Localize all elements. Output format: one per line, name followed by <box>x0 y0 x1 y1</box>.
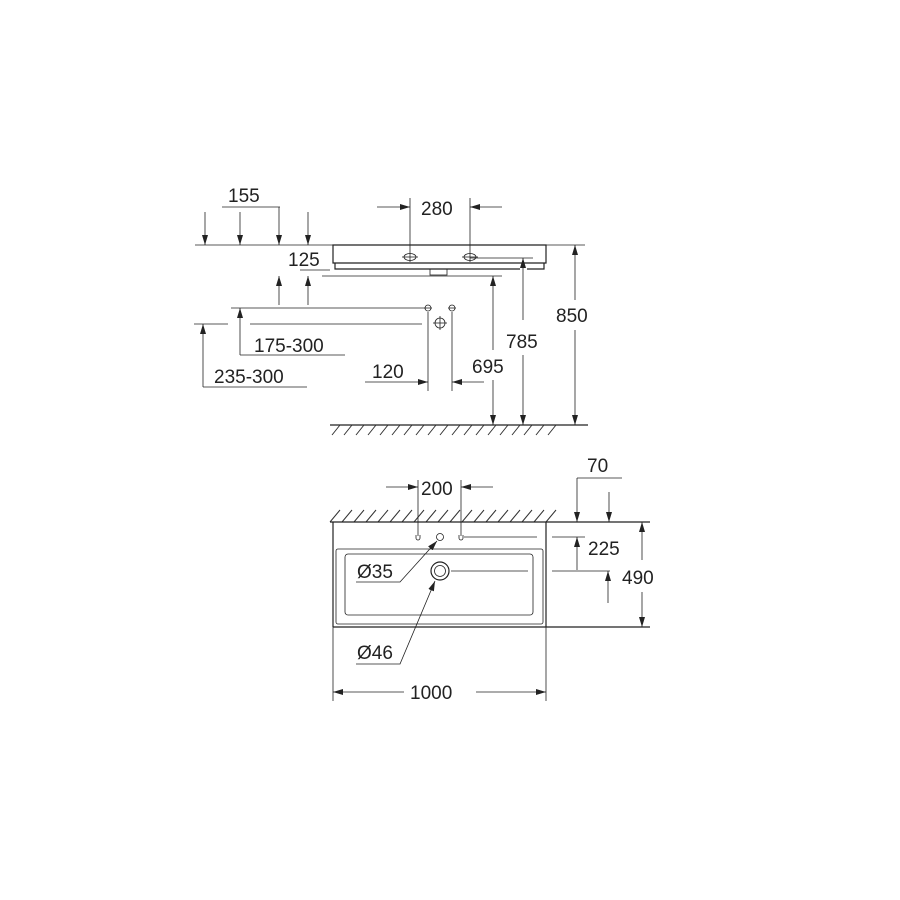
dim-175-300: 175-300 <box>254 336 324 357</box>
drain-stub <box>429 268 448 276</box>
floor-hatching <box>330 424 588 436</box>
drain-icon <box>430 561 450 581</box>
dim-785: 785 <box>506 332 538 353</box>
tap-hole-icon <box>436 533 444 541</box>
water-supply-icons <box>424 304 456 330</box>
tap-hole-markers <box>415 535 464 541</box>
side-view: 155 280 125 175-300 235-300 120 695 785 … <box>194 186 588 436</box>
dim-125: 125 <box>288 250 320 271</box>
tap-hole-icons <box>402 253 478 261</box>
dim-225: 225 <box>588 539 620 560</box>
basin-body <box>332 244 547 264</box>
bowl-outer <box>335 548 544 625</box>
dim-200: 200 <box>421 479 453 500</box>
dim-235-300: 235-300 <box>214 367 284 388</box>
dim-850: 850 <box>556 306 588 327</box>
dia-46: Ø46 <box>357 643 393 664</box>
dia-35: Ø35 <box>357 562 393 583</box>
dim-695: 695 <box>472 357 504 378</box>
dim-1000: 1000 <box>410 683 452 704</box>
dim-490: 490 <box>622 568 654 589</box>
dim-120: 120 <box>372 362 404 383</box>
bowl-inner <box>344 553 534 616</box>
dim-155: 155 <box>228 186 260 207</box>
wall-hatching <box>329 509 557 523</box>
dim-280: 280 <box>421 199 453 220</box>
top-view: 200 Ø35 Ø46 70 225 490 1000 <box>329 456 654 704</box>
dim-70: 70 <box>587 456 608 477</box>
basin-ledge <box>334 263 545 270</box>
